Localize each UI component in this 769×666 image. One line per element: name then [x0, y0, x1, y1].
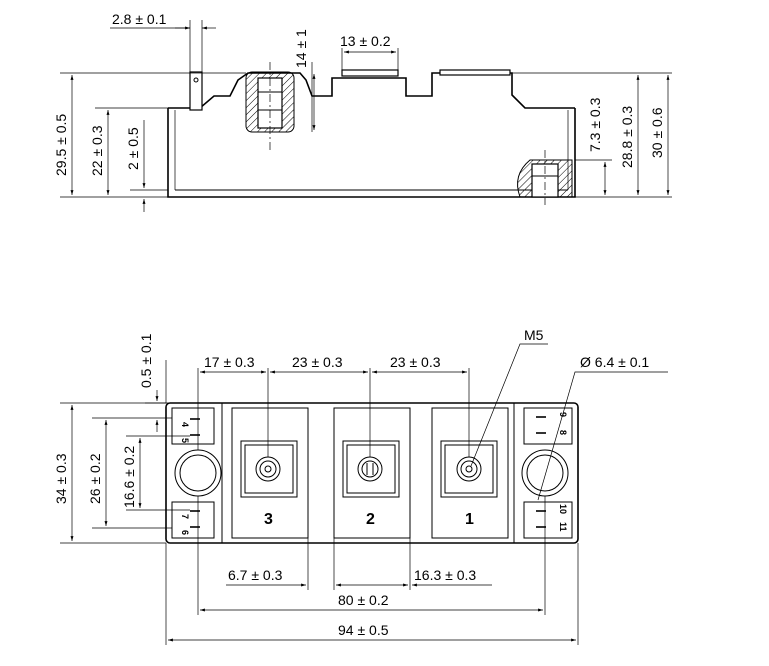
dim-overall-height-left: 29.5 ± 0.5 — [53, 114, 69, 176]
dim-edge-gap: 0.5 ± 0.1 — [138, 333, 154, 388]
dim-inner-width: 26 ± 0.2 — [87, 453, 103, 504]
dim-overall-length: 94 ± 0.5 — [338, 622, 389, 638]
aux-pin-label-8: 8 — [558, 430, 568, 435]
dim-hole-pitch: 80 ± 0.2 — [338, 592, 389, 608]
terminal-recess-1 — [431, 407, 509, 539]
leader-m5 — [470, 343, 548, 467]
dim-pitch-first: 17 ± 0.3 — [204, 354, 255, 370]
terminal-screw-2 — [357, 456, 383, 482]
dim-tab-width: 2.8 ± 0.1 — [112, 11, 167, 27]
top-view: 3 2 1 4 5 7 6 9 8 10 11 — [53, 327, 668, 645]
terminal-label-1: 1 — [465, 511, 474, 528]
dim-overall-height-right: 30 ± 0.6 — [649, 107, 665, 158]
dim-screw-depth: 14 ± 1 — [293, 29, 309, 68]
aux-pin-label-5: 5 — [180, 438, 190, 443]
aux-pin-label-7: 7 — [180, 514, 190, 519]
dim-offset-right: 16.3 ± 0.3 — [414, 567, 476, 583]
side-housing-profile — [168, 72, 575, 109]
aux-pin-label-4: 4 — [180, 422, 190, 427]
terminal-screw-1 — [456, 456, 482, 482]
side-base-outline — [167, 108, 576, 198]
dim-terminal-width: 13 ± 0.2 — [340, 33, 391, 49]
top-housing — [221, 402, 515, 544]
dim-width: 34 ± 0.3 — [53, 453, 69, 504]
dim-pitch-23: 23 ± 0.3 — [390, 354, 441, 370]
dim-offset-left: 6.7 ± 0.3 — [228, 567, 283, 583]
mount-hole-left — [174, 449, 222, 497]
terminal-recess-2 — [333, 407, 411, 539]
terminal-label-3: 3 — [264, 511, 273, 528]
aux-pin-label-6: 6 — [180, 530, 190, 535]
mount-hole-right — [521, 449, 569, 497]
dim-hole-dia: Ø 6.4 ± 0.1 — [580, 354, 649, 370]
side-aux-tab — [189, 71, 203, 111]
leader-hole-dia — [537, 371, 668, 501]
side-view: 2.8 ± 0.1 13 ± 0.2 14 ± 1 29.5 ± 0.5 22 … — [53, 11, 672, 212]
dim-terminal-height: 28.8 ± 0.3 — [619, 106, 635, 168]
terminal-recess-3 — [231, 407, 309, 539]
dim-aux-spacing: 16.6 ± 0.2 — [121, 446, 137, 508]
aux-pin-label-11: 11 — [558, 522, 568, 532]
side-terminal-bar-1 — [439, 69, 511, 76]
terminal-label-2: 2 — [366, 511, 375, 528]
side-terminal-bar-2 — [341, 69, 399, 77]
dim-base-plate: 2 ± 0.5 — [125, 127, 141, 170]
dim-base-to-shoulder: 22 ± 0.3 — [89, 125, 105, 176]
dim-mount-hole-height: 7.3 ± 0.3 — [587, 97, 603, 152]
terminal-screw-3 — [255, 456, 281, 482]
dim-pitch-12: 23 ± 0.3 — [292, 354, 343, 370]
dim-thread: M5 — [524, 327, 544, 343]
aux-pin-label-10: 10 — [558, 504, 568, 514]
